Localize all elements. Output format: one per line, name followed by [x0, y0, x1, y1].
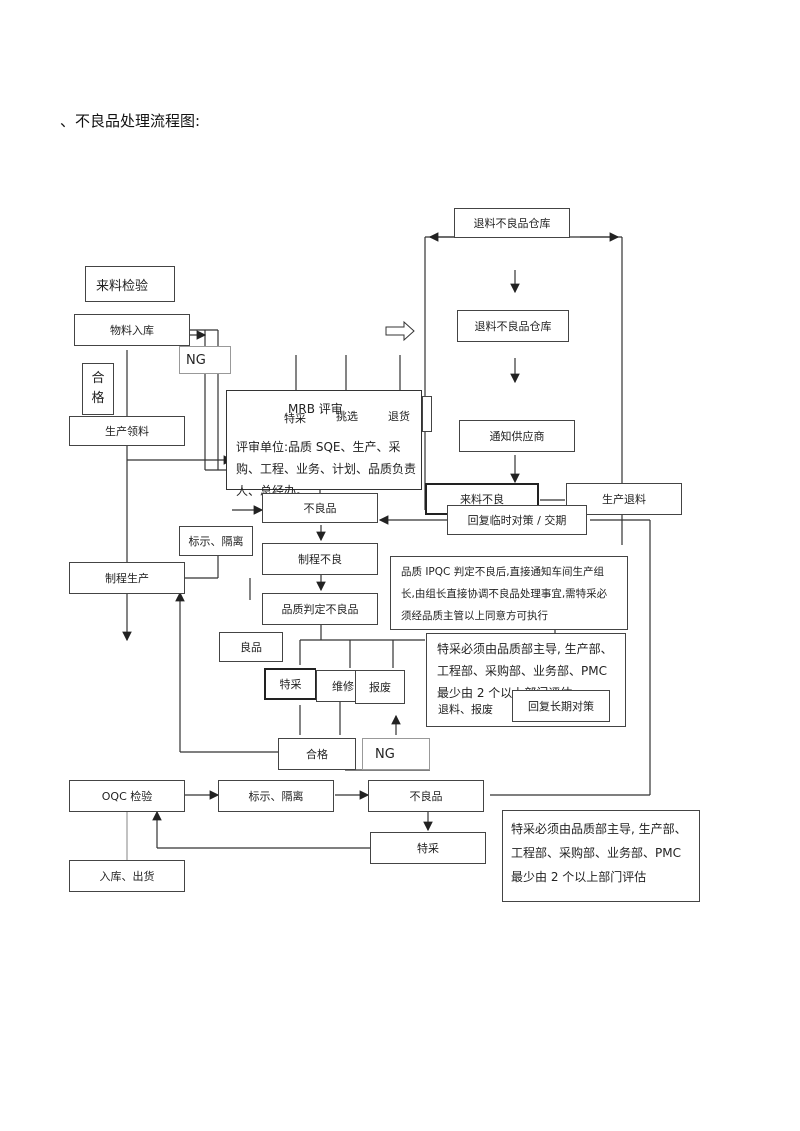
- special-use-box: 特采: [264, 668, 316, 700]
- return-warehouse-mid-box: 退料不良品仓库: [457, 310, 569, 342]
- material-storage-box: 物料入库: [74, 314, 190, 346]
- mrb-review-box: [226, 390, 422, 490]
- notify-supplier-box: 通知供应商: [459, 420, 575, 452]
- defect-center-box: 不良品: [262, 493, 378, 523]
- special-approval-note-2: 特采必须由品质部主导, 生产部、工程部、采购部、业务部、PMC 最少由 2 个以…: [502, 810, 700, 902]
- mrb-sorting-label: 挑选: [336, 410, 358, 423]
- temp-countermeasure-box: 回复临时对策 / 交期: [447, 505, 587, 535]
- good-product-box: 良品: [219, 632, 283, 662]
- mrb-detail-text: 评审单位:品质 SQE、生产、采购、工程、业务、计划、品质负责人、总经办。: [236, 440, 417, 498]
- page-title: 、不良品处理流程图:: [60, 112, 201, 130]
- defect-bottom-box: 不良品: [368, 780, 484, 812]
- qualified-bottom-box: 合格: [278, 738, 356, 770]
- ng-top-label: NG: [179, 346, 231, 374]
- ng-bottom-label: NG: [362, 738, 430, 770]
- mrb-title: MRB 评审: [288, 402, 343, 416]
- production-picking-box: 生产领料: [69, 416, 185, 446]
- mrb-return-label: 退货: [388, 410, 410, 423]
- qualified-vertical-label: 合 格: [82, 363, 114, 415]
- warehouse-ship-box: 入库、出货: [69, 860, 185, 892]
- ipqc-note: 品质 IPQC 判定不良后,直接通知车间生产组长,由组长直接协调不良品处理事宜,…: [390, 556, 628, 630]
- mrb-side-tab: [422, 396, 432, 432]
- mrb-special-label: 特采: [284, 412, 306, 425]
- mark-isolate-bottom-box: 标示、隔离: [218, 780, 334, 812]
- process-production-box: 制程生产: [69, 562, 185, 594]
- incoming-inspection-box: 来料检验: [85, 266, 175, 302]
- return-warehouse-top-box: 退料不良品仓库: [454, 208, 570, 238]
- process-defect-box: 制程不良: [262, 543, 378, 575]
- oqc-inspection-box: OQC 检验: [69, 780, 185, 812]
- long-term-box: 回复长期对策: [512, 690, 610, 722]
- scrap-box: 报废: [355, 670, 405, 704]
- mark-isolate-left-box: 标示、隔离: [179, 526, 253, 556]
- return-scrap-label: 退料、报废: [438, 703, 493, 716]
- special-bottom-box: 特采: [370, 832, 486, 864]
- quality-judge-box: 品质判定不良品: [262, 593, 378, 625]
